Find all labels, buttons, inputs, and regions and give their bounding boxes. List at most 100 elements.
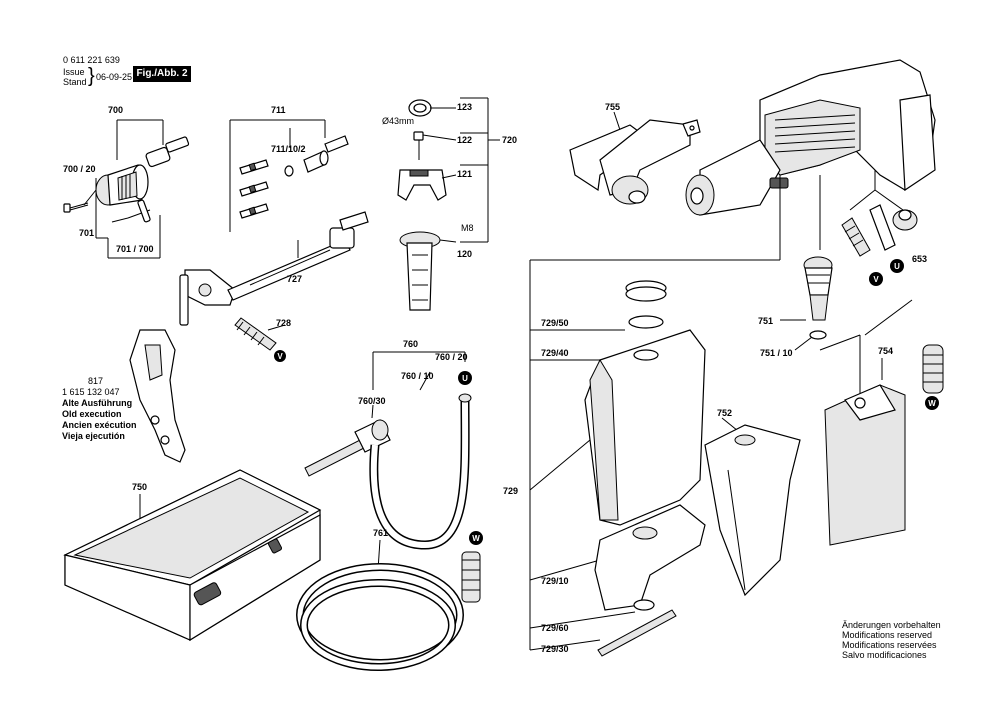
carrying-case-750 [63, 469, 322, 642]
label-729-50: 729/50 [541, 318, 569, 328]
bolt-122 [413, 131, 457, 160]
label-701: 701 [79, 228, 94, 238]
label-729-60: 729/60 [541, 623, 569, 633]
label-653: 653 [912, 254, 927, 264]
chuck-key-701 [111, 199, 151, 223]
container-729-10 [594, 504, 706, 611]
hose-761 [296, 551, 481, 671]
note-es: Salvo modificaciones [842, 650, 927, 660]
label-761: 761 [373, 528, 388, 538]
label-700-20: 700 / 20 [63, 164, 96, 174]
handle-817 [129, 329, 186, 463]
circle-u-marker-2: U [458, 371, 472, 385]
legend-817-es: Vieja ejecutión [62, 431, 125, 441]
label-121: 121 [457, 169, 472, 179]
note-en: Modifications reserved [842, 630, 933, 640]
paper-filter-754 [824, 384, 906, 546]
issue-date: 06-09-25 [96, 72, 133, 82]
stand-label: Stand [63, 77, 87, 87]
legend-817-fr: Ancien exécution [62, 420, 137, 430]
part-group-750: 750 [63, 469, 322, 642]
filter-bag-752 [704, 424, 801, 597]
part-group-761: 761 W [296, 528, 483, 671]
ring-729-40 [628, 315, 664, 329]
label-122: 122 [457, 135, 472, 145]
label-751: 751 [758, 316, 773, 326]
label-700: 700 [108, 105, 123, 115]
spring-728 [234, 317, 277, 351]
svg-text:U: U [462, 374, 468, 383]
spring-w [922, 344, 944, 394]
label-727: 727 [287, 274, 302, 284]
depth-gauge-727 [179, 211, 369, 326]
label-701-700: 701 / 700 [116, 244, 154, 254]
label-729-10: 729/10 [541, 576, 569, 586]
suction-tube-760 [304, 393, 472, 550]
label-711: 711 [271, 105, 286, 115]
svg-text:V: V [277, 352, 283, 361]
angle-attachment-755 [569, 119, 701, 205]
suction-adapter-751 [803, 256, 833, 321]
screw-700-20 [63, 202, 89, 213]
svg-text:U: U [894, 262, 900, 271]
part-group-754: 754 [824, 299, 913, 546]
clamp-121 [397, 169, 457, 201]
label-d43: Ø43mm [382, 116, 414, 126]
label-750: 750 [132, 482, 147, 492]
side-handle-120 [399, 231, 457, 311]
label-755: 755 [605, 102, 620, 112]
part-group-751: 751 751 / 10 [758, 175, 833, 358]
retaining-ring [284, 165, 294, 177]
label-729-30: 729/30 [541, 644, 569, 654]
circle-w-marker-2: W [469, 531, 483, 545]
legend-817: 817 1 615 132 047 Alte Ausführung Old ex… [62, 376, 137, 442]
legend-817-number: 817 [88, 376, 104, 386]
cap-653 [892, 209, 918, 231]
part-group-700: 700 700 / 20 701 701 / 700 [63, 105, 190, 259]
svg-text:V: V [873, 275, 879, 284]
label-m8: M8 [461, 223, 474, 233]
svg-text:W: W [472, 534, 480, 543]
circle-u-marker: U [890, 259, 904, 273]
bit-holder-711 [303, 135, 349, 173]
bar-729-30 [597, 609, 677, 657]
label-729: 729 [503, 486, 518, 496]
label-760-30: 760/30 [358, 396, 386, 406]
label-760: 760 [403, 339, 418, 349]
brace: } [88, 65, 95, 87]
screwdriver-bits [239, 159, 269, 219]
label-754: 754 [878, 346, 893, 356]
part-number: 0 611 221 639 [63, 55, 120, 65]
label-729-40: 729/40 [541, 348, 569, 358]
label-752: 752 [717, 408, 732, 418]
part-group-720: 123 122 121 120 720 Ø43mm M8 [382, 97, 517, 311]
issue-label: Issue [63, 67, 85, 77]
part-group-653: 653 V U [841, 170, 927, 286]
legend-817-de: Alte Ausführung [62, 398, 133, 408]
legend-817-part-number: 1 615 132 047 [62, 387, 120, 397]
note-fr: Modifications reservées [842, 640, 937, 650]
circle-w-marker: W [925, 396, 939, 410]
clamp-ring-123 [408, 99, 456, 117]
figure-label: Fig./Abb. 2 [133, 66, 191, 82]
label-711-10-2: 711/10/2 [271, 144, 306, 154]
seal-729-60 [633, 599, 655, 611]
rotary-hammer-body [685, 59, 936, 216]
label-760-20: 760 / 20 [435, 352, 468, 362]
adapter-shank [145, 136, 190, 168]
brushes [841, 204, 896, 257]
drill-chuck-700 [95, 164, 149, 206]
modification-notes: Änderungen vorbehalten Modifications res… [842, 620, 941, 660]
dust-bag-729 [584, 329, 706, 526]
part-group-760: 760 760 / 20 760 / 10 760/30 U [304, 339, 472, 550]
circle-v-marker-2: V [869, 272, 883, 286]
label-728: 728 [276, 318, 291, 328]
part-group-711: 711 711/10/2 [229, 105, 349, 232]
circle-v-marker: V [274, 350, 286, 362]
label-751-10: 751 / 10 [760, 348, 793, 358]
part-group-752: 752 [704, 334, 861, 597]
label-120: 120 [457, 249, 472, 259]
o-ring-751-10 [809, 330, 827, 340]
label-720: 720 [502, 135, 517, 145]
